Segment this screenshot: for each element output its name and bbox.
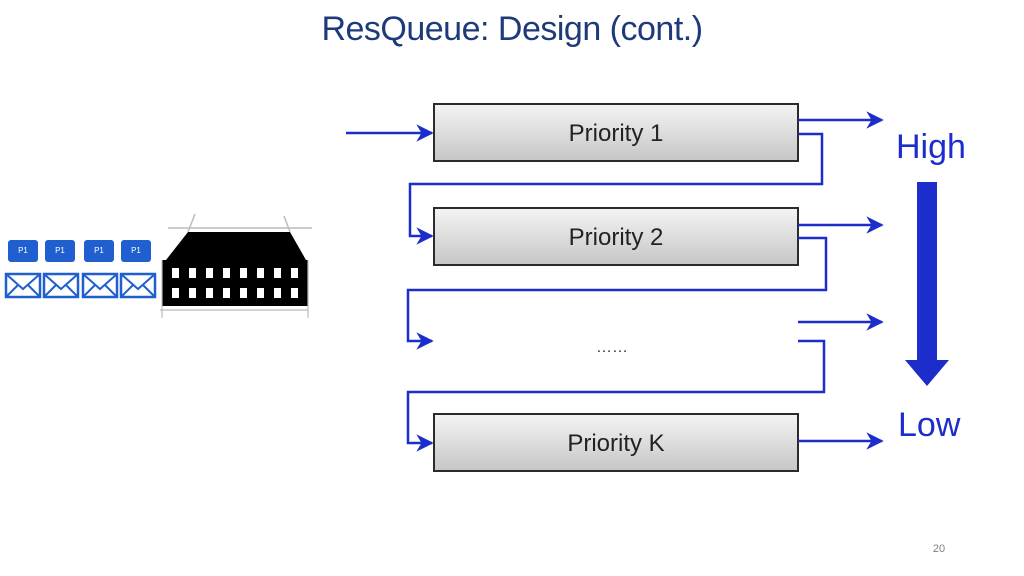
packet-tag: P1 xyxy=(121,240,151,262)
packet-tag: P1 xyxy=(8,240,38,262)
envelope-icon xyxy=(42,272,80,299)
page-number: 20 xyxy=(932,543,946,555)
queue-priority-1: Priority 1 xyxy=(433,103,799,162)
queue-priority-2: Priority 2 xyxy=(433,207,799,266)
queue-label: Priority K xyxy=(567,430,664,457)
queue-priority-k: Priority K xyxy=(433,413,799,472)
priority-arrow-icon xyxy=(905,182,949,386)
envelope-icon xyxy=(119,272,157,299)
envelope-icon xyxy=(4,272,42,299)
packet-tag: P1 xyxy=(45,240,75,262)
server-building-icon xyxy=(160,213,312,318)
high-label: High xyxy=(896,128,966,166)
low-label: Low xyxy=(898,406,961,444)
ellipsis-label: …… xyxy=(596,339,628,356)
queue-label: Priority 1 xyxy=(569,120,664,147)
overflow-connector xyxy=(408,132,824,245)
queue-label: Priority 2 xyxy=(569,224,664,251)
overflow-connector xyxy=(406,236,828,350)
slide-title: ResQueue: Design (cont.) xyxy=(321,10,703,48)
envelope-icon xyxy=(81,272,119,299)
overflow-connector xyxy=(406,339,826,452)
packet-tag: P1 xyxy=(84,240,114,262)
